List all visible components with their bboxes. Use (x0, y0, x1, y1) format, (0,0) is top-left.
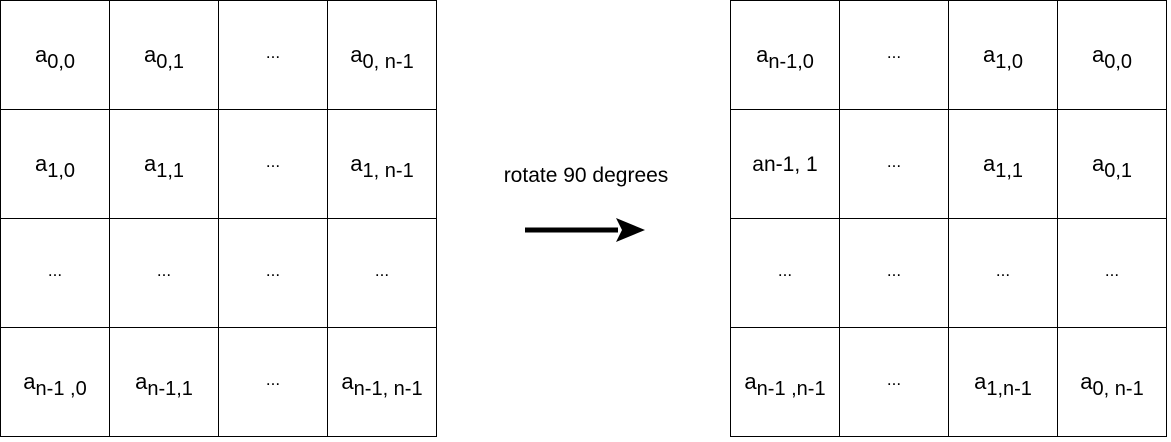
rotated-matrix-grid: an-1,0 ... a1,0 a0,0 an-1, 1 ... a1,1 a0… (730, 0, 1167, 437)
cell-base: a (341, 369, 354, 394)
cell-subscript: 0,0 (1104, 51, 1133, 74)
cell-base: a (1091, 151, 1105, 176)
matrix-row: ... ... ... ... (0, 218, 437, 328)
matrix-cell: ... (218, 109, 328, 219)
matrix-cell: ... (1057, 218, 1167, 328)
cell-ellipsis: ... (374, 260, 390, 280)
cell-subscript: 1, n-1 (362, 160, 414, 183)
cell-base: a (350, 42, 363, 67)
matrix-cell: a0,1 (109, 0, 219, 110)
cell-ellipsis: ... (886, 260, 902, 280)
cell-base: a (1080, 369, 1093, 394)
cell-base: a (982, 42, 996, 67)
cell-ellipsis: ... (156, 260, 172, 280)
matrix-cell: an-1,1 (109, 327, 219, 437)
cell-ellipsis: ... (777, 260, 793, 280)
matrix-cell: ... (0, 218, 110, 328)
cell-subscript: n-1 ,0 (35, 378, 87, 401)
cell-subscript: 0,1 (156, 51, 185, 74)
matrix-cell: ... (327, 218, 437, 328)
matrix-row: an-1 ,0 an-1,1 ... an-1, n-1 (0, 327, 437, 437)
cell-base: a (974, 369, 987, 394)
matrix-cell: ... (839, 327, 949, 437)
matrix-cell: a0,1 (1057, 109, 1167, 219)
matrix-row: a0,0 a0,1 ... a0, n-1 (0, 0, 437, 110)
cell-subscript: 0, n-1 (362, 51, 414, 74)
matrix-cell: a0, n-1 (1057, 327, 1167, 437)
matrix-cell: ... (730, 218, 840, 328)
matrix-cell: an-1, n-1 (327, 327, 437, 437)
cell-ellipsis: ... (265, 260, 281, 280)
cell-base: a (135, 369, 148, 394)
cell-subscript: 0,0 (47, 51, 76, 74)
cell-ellipsis: ... (265, 42, 281, 62)
cell-ellipsis: ... (886, 42, 902, 62)
matrix-cell: a0,0 (0, 0, 110, 110)
matrix-cell: a1,n-1 (948, 327, 1058, 437)
cell-ellipsis: ... (886, 369, 902, 389)
cell-subscript: 1,0 (47, 160, 76, 183)
cell-subscript: n-1 ,n-1 (756, 378, 826, 401)
cell-base: a (350, 151, 363, 176)
matrix-cell: ... (218, 0, 328, 110)
cell-ellipsis: ... (265, 151, 281, 171)
cell-base: a (23, 369, 36, 394)
matrix-cell: a0, n-1 (327, 0, 437, 110)
matrix-row: an-1,0 ... a1,0 a0,0 (730, 0, 1167, 110)
cell-base: a (756, 42, 769, 67)
matrix-cell: ... (218, 218, 328, 328)
cell-base: a (34, 151, 48, 176)
cell-base: a (143, 42, 157, 67)
cell-subscript: 0,1 (1104, 160, 1133, 183)
matrix-cell: ... (839, 109, 949, 219)
right-arrow-icon (525, 218, 645, 242)
cell-subscript: 0, n-1 (1092, 378, 1144, 401)
rotate-label: rotate 90 degrees (503, 164, 669, 187)
matrix-row: a1,0 a1,1 ... a1, n-1 (0, 109, 437, 219)
cell-base: a (982, 151, 996, 176)
cell-subscript: n-1,0 (768, 51, 814, 74)
matrix-cell: a1,0 (948, 0, 1058, 110)
cell-subscript: n-1,1 (147, 378, 193, 401)
cell-base: a (744, 369, 757, 394)
cell-subscript: 1,1 (995, 160, 1024, 183)
matrix-cell: an-1 ,n-1 (730, 327, 840, 437)
matrix-cell: ... (948, 218, 1058, 328)
matrix-cell: an-1 ,0 (0, 327, 110, 437)
matrix-cell: a1, n-1 (327, 109, 437, 219)
matrix-cell: an-1,0 (730, 0, 840, 110)
cell-ellipsis: ... (995, 260, 1011, 280)
matrix-cell: ... (218, 327, 328, 437)
cell-subscript: 1,1 (156, 160, 185, 183)
cell-subscript: 1,n-1 (986, 378, 1032, 401)
matrix-cell: a1,1 (948, 109, 1058, 219)
matrix-cell: a0,0 (1057, 0, 1167, 110)
matrix-row: an-1, 1 ... a1,1 a0,1 (730, 109, 1167, 219)
cell-subscript: 1,0 (995, 51, 1024, 74)
cell-base: a (143, 151, 157, 176)
matrix-cell: ... (109, 218, 219, 328)
matrix-row: ... ... ... ... (730, 218, 1167, 328)
matrix-cell: a1,1 (109, 109, 219, 219)
source-matrix-grid: a0,0 a0,1 ... a0, n-1 a1,0 a1,1 ... a1, … (0, 0, 437, 437)
arrow-head (616, 218, 645, 242)
cell-base: a (1091, 42, 1105, 67)
cell-base: a (34, 42, 48, 67)
matrix-row: an-1 ,n-1 ... a1,n-1 a0, n-1 (730, 327, 1167, 437)
cell-ellipsis: ... (47, 260, 63, 280)
cell-plain-text: an-1, 1 (752, 152, 818, 176)
cell-ellipsis: ... (886, 151, 902, 171)
matrix-cell: a1,0 (0, 109, 110, 219)
cell-ellipsis: ... (265, 369, 281, 389)
cell-ellipsis: ... (1104, 260, 1120, 280)
matrix-cell: ... (839, 0, 949, 110)
matrix-cell: ... (839, 218, 949, 328)
matrix-cell: an-1, 1 (730, 109, 840, 219)
cell-subscript: n-1, n-1 (353, 378, 423, 401)
